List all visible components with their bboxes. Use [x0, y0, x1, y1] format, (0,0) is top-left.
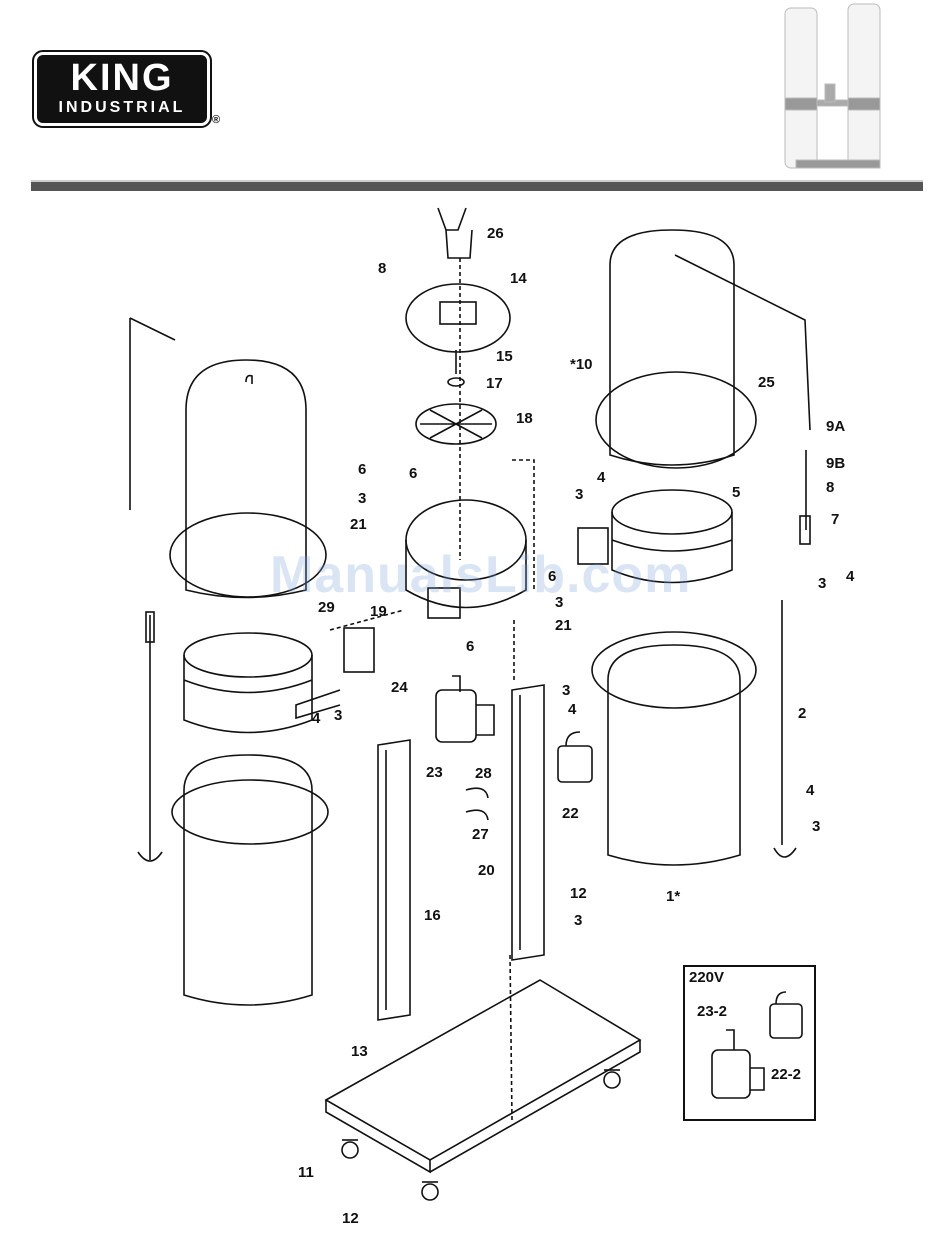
part-label: 9B: [826, 455, 845, 472]
part-label: 6: [548, 568, 556, 585]
part-label: 4: [597, 469, 605, 486]
part-label: 3: [574, 912, 582, 929]
part-label: 15: [496, 348, 513, 365]
part-label: 12: [570, 885, 587, 902]
inset-220v: 220V: [683, 965, 816, 1121]
part-label: 6: [358, 461, 366, 478]
part-label-22-2: 22-2: [771, 1066, 801, 1083]
part-label: 17: [486, 375, 503, 392]
inset-title: 220V: [689, 969, 724, 986]
part-label: 25: [758, 374, 775, 391]
part-label: 8: [826, 479, 834, 496]
part-label: 14: [510, 270, 527, 287]
part-label: 4: [568, 701, 576, 718]
part-label: 3: [818, 575, 826, 592]
part-label: 26: [487, 225, 504, 242]
part-label: 3: [812, 818, 820, 835]
part-label: 3: [555, 594, 563, 611]
part-label: 3: [334, 707, 342, 724]
part-label: 22: [562, 805, 579, 822]
part-label: 3: [562, 682, 570, 699]
part-label: 2: [798, 705, 806, 722]
part-label: 13: [351, 1043, 368, 1060]
part-label: 20: [478, 862, 495, 879]
part-label: 3: [575, 486, 583, 503]
part-label: 24: [391, 679, 408, 696]
part-label-23-2: 23-2: [697, 1003, 727, 1020]
part-label: 4: [806, 782, 814, 799]
part-label: 1*: [666, 888, 680, 905]
part-label: 11: [298, 1164, 314, 1181]
part-label: *10: [570, 356, 593, 373]
part-label: 7: [831, 511, 839, 528]
part-label: 19: [370, 603, 387, 620]
part-label: 9A: [826, 418, 845, 435]
part-label: 23: [426, 764, 443, 781]
part-label: 6: [466, 638, 474, 655]
part-label: 4: [312, 710, 320, 727]
part-label: 21: [555, 617, 572, 634]
part-label: 5: [732, 484, 740, 501]
part-label: 3: [358, 490, 366, 507]
part-label: 21: [350, 516, 367, 533]
part-label: 29: [318, 599, 335, 616]
part-label: 28: [475, 765, 492, 782]
watermark: ManualsLib.com: [270, 545, 691, 605]
part-label: 4: [846, 568, 854, 585]
part-label: 12: [342, 1210, 359, 1227]
part-label: 18: [516, 410, 533, 427]
part-label: 16: [424, 907, 441, 924]
part-label: 6: [409, 465, 417, 482]
part-label: 27: [472, 826, 489, 843]
part-label: 8: [378, 260, 386, 277]
